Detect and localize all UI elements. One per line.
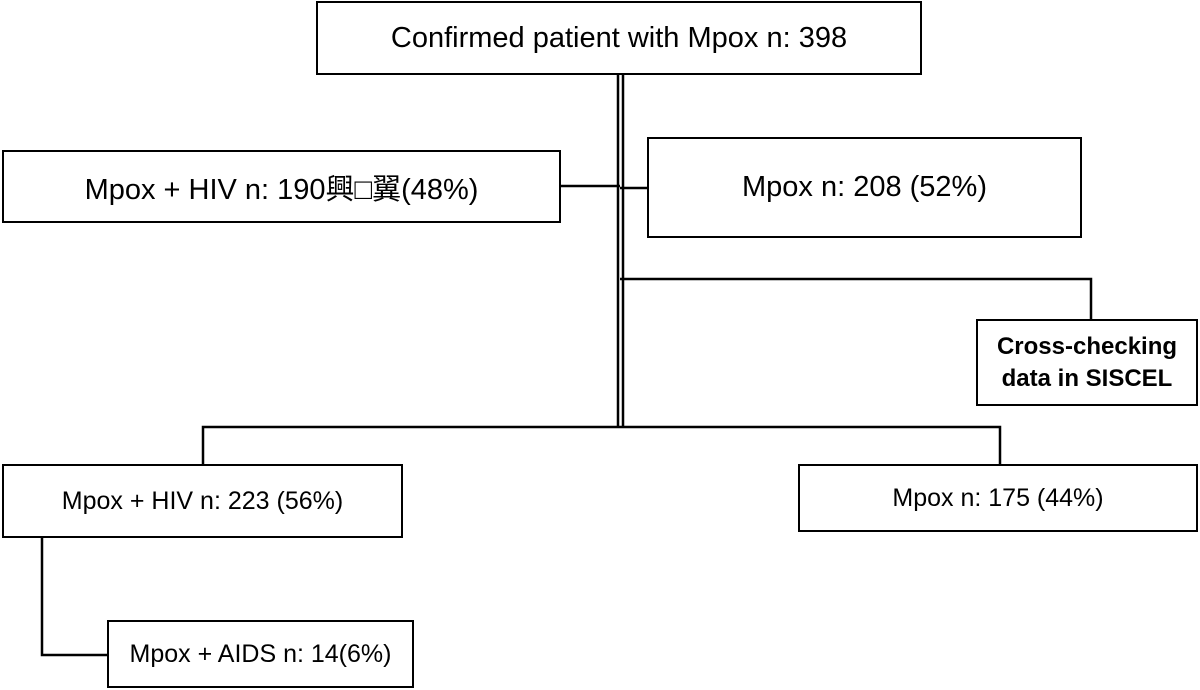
branch-to-aids [40, 538, 107, 657]
hiv-final-node-label: Mpox + HIV n: 223 (56%) [61, 486, 344, 515]
hiv-final-node: Mpox + HIV n: 223 (56%) [2, 464, 403, 538]
mpox-initial-node: Mpox n: 208 (52%) [647, 137, 1082, 238]
branch-to-crosscheck [620, 277, 1093, 319]
mpox-initial-node-label: Mpox n: 208 (52%) [741, 171, 987, 203]
crosscheck-node-label-line1: Cross-checking [996, 333, 1178, 361]
hiv-initial-node-label: Mpox + HIV n: 190興□翼(48%) [84, 173, 479, 206]
crosscheck-node: Cross-checking data in SISCEL [976, 319, 1198, 406]
crosscheck-node-label-line2: data in SISCEL [1001, 364, 1173, 392]
hiv-initial-node: Mpox + HIV n: 190興□翼(48%) [2, 150, 561, 223]
root-node-label: Confirmed patient with Mpox n: 398 [390, 21, 848, 54]
aids-node-label: Mpox + AIDS n: 14(6%) [129, 639, 392, 668]
aids-node: Mpox + AIDS n: 14(6%) [107, 620, 414, 688]
mpox-final-node: Mpox n: 175 (44%) [798, 464, 1198, 532]
split-to-final [201, 425, 1002, 464]
mpox-final-node-label: Mpox n: 175 (44%) [892, 483, 1104, 512]
root-node: Confirmed patient with Mpox n: 398 [316, 1, 922, 75]
